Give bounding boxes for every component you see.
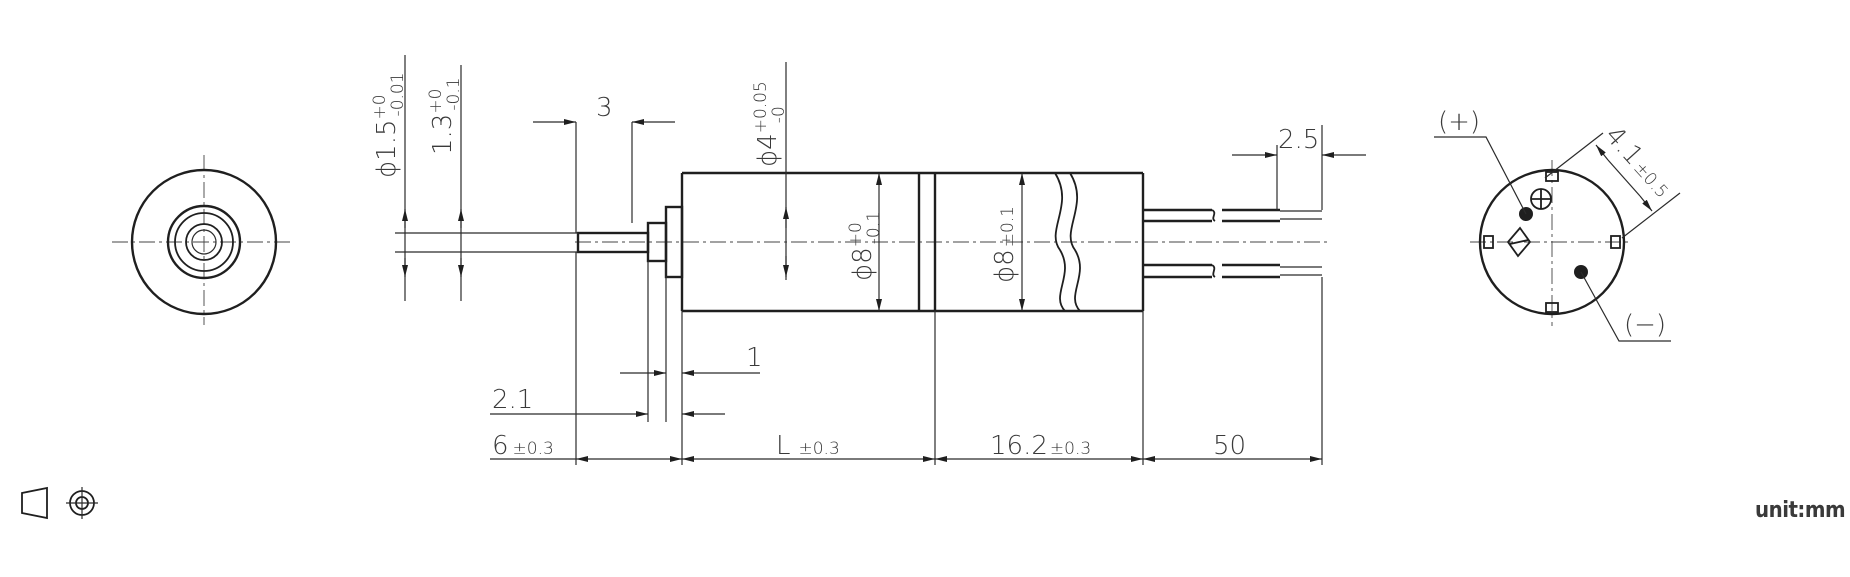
dimension-labels: ϕ1.5+0-0.01 1.3+0-0.1 3 ϕ4+0.05-0 ϕ8+0-0… <box>370 72 1319 461</box>
lead-length-label: 50 <box>1213 431 1246 461</box>
offset-label: 2.1 <box>492 385 533 415</box>
front-view <box>112 155 290 325</box>
unit-label: unit:mm <box>1755 498 1846 523</box>
first-angle-projection-icon <box>21 486 98 520</box>
rear-view <box>1434 132 1681 342</box>
minus-terminal-label: (−) <box>1624 310 1666 340</box>
lead-spacing-label: 2.5 <box>1278 125 1319 155</box>
boss-dia-label: ϕ4+0.05-0 <box>751 81 789 167</box>
tail-length-label: 16.2±0.3 <box>990 431 1091 461</box>
boss-length-label: 3 <box>596 93 613 123</box>
shaft-dia-label: ϕ1.5+0-0.01 <box>370 72 408 178</box>
body-dia-2-label: ϕ8±0.1 <box>990 206 1020 283</box>
dimension-lines <box>395 55 1366 465</box>
body-length-label: L±0.3 <box>776 431 840 461</box>
flange-label: 1 <box>746 343 763 373</box>
shaft-total-label: 6±0.3 <box>492 431 554 461</box>
body-dia-1-label: ϕ8+0-0.1 <box>846 211 884 281</box>
side-view <box>575 171 1330 313</box>
plus-terminal-label: (+) <box>1438 107 1480 137</box>
shaft-len-label: 1.3+0-0.1 <box>426 77 464 155</box>
